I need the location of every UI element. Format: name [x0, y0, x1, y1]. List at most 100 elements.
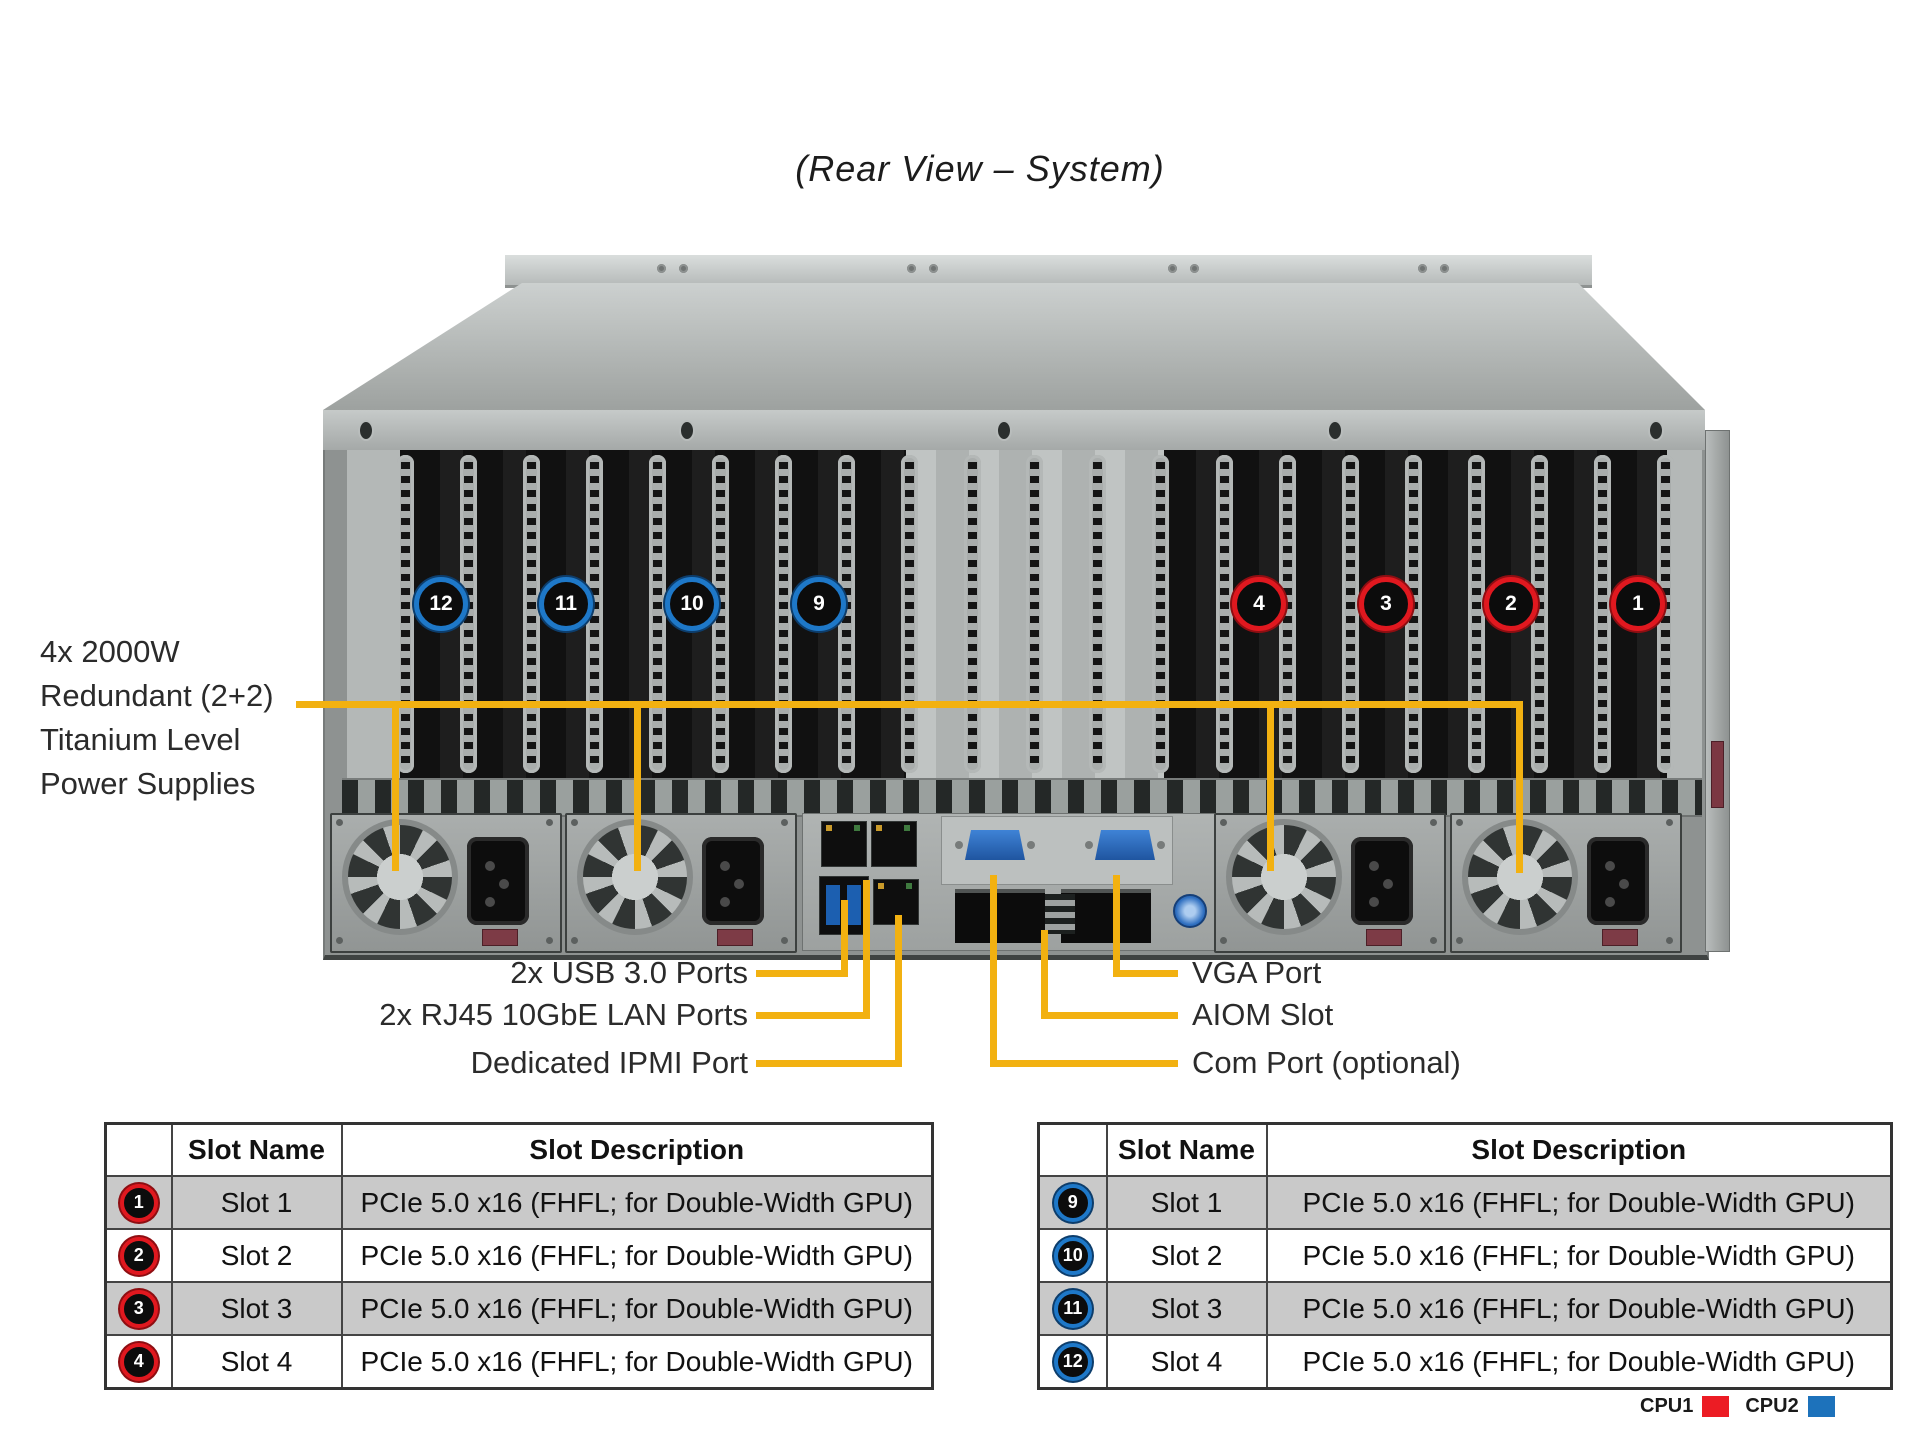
- slot-marker-2: 2: [1484, 577, 1538, 631]
- chassis-lid: [323, 283, 1705, 410]
- psu-label-line-2: Redundant (2+2): [40, 678, 274, 713]
- callout-line-psu-2: [634, 701, 641, 871]
- psu-screw-icon: [546, 819, 553, 826]
- flange-screw-icon: [1168, 264, 1177, 273]
- callout-line-vga-h: [1113, 970, 1178, 977]
- slot-number-badge: 4: [119, 1342, 158, 1381]
- psu-screw-icon: [1456, 937, 1463, 944]
- slot-bracket-rail: [1026, 455, 1043, 773]
- slot-marker-9: 9: [792, 577, 846, 631]
- psu-screw-icon: [1456, 819, 1463, 826]
- slot-name-cell: Slot 3: [1105, 1281, 1268, 1336]
- slot-number-badge: 12: [1053, 1342, 1092, 1381]
- lan-port-2-icon: [871, 821, 917, 867]
- slot-bracket-rail: [649, 455, 666, 773]
- slot-desc-cell: PCIe 5.0 x16 (FHFL; for Double-Width GPU…: [1265, 1334, 1893, 1390]
- legend-cpu2-label: CPU2: [1745, 1395, 1799, 1417]
- psu-screw-icon: [336, 819, 343, 826]
- io-panel: [802, 813, 1216, 951]
- callout-line-com-h: [990, 1060, 1178, 1067]
- label-vga-port: VGA Port: [1192, 955, 1322, 990]
- psu-label-line-1: 4x 2000W: [40, 634, 180, 669]
- slot-marker-4: 4: [1232, 577, 1286, 631]
- slot-desc-cell: PCIe 5.0 x16 (FHFL; for Double-Width GPU…: [340, 1228, 934, 1283]
- lip-screw-icon: [1650, 422, 1662, 439]
- cpu-legend: CPU1 CPU2: [1640, 1395, 1851, 1418]
- slot-number-badge: 11: [1053, 1289, 1092, 1328]
- psu-latch-icon: [482, 929, 518, 946]
- slot-bracket-rail: [1405, 455, 1422, 773]
- chassis-front-lip: [323, 410, 1705, 452]
- flange-screw-icon: [1190, 264, 1199, 273]
- psu-screw-icon: [1430, 819, 1437, 826]
- psu-screw-icon: [546, 937, 553, 944]
- callout-line-ipmi-h: [756, 1060, 902, 1067]
- psu-latch-icon: [1602, 929, 1638, 946]
- slot-bracket-rail: [1152, 455, 1169, 773]
- aiom-cage-2-icon: [1061, 889, 1151, 943]
- table-row: 10 Slot 2 PCIe 5.0 x16 (FHFL; for Double…: [1037, 1228, 1893, 1283]
- slot-name-cell: Slot 2: [170, 1228, 343, 1283]
- power-supply: [330, 813, 562, 953]
- slot-bracket-rail: [1089, 455, 1106, 773]
- slot-desc-cell: PCIe 5.0 x16 (FHFL; for Double-Width GPU…: [1265, 1228, 1893, 1283]
- slot-bracket-rail: [1594, 455, 1611, 773]
- slot-name-cell: Slot 1: [170, 1175, 343, 1230]
- table-row: 9 Slot 1 PCIe 5.0 x16 (FHFL; for Double-…: [1037, 1175, 1893, 1230]
- callout-line-com-v: [990, 875, 997, 1067]
- table-row: 12 Slot 4 PCIe 5.0 x16 (FHFL; for Double…: [1037, 1334, 1893, 1390]
- callout-line-aiom-h: [1041, 1012, 1178, 1019]
- slot-name-cell: Slot 4: [170, 1334, 343, 1390]
- lip-screw-icon: [998, 422, 1010, 439]
- flange-screw-icon: [1418, 264, 1427, 273]
- psu-label-line-3: Titanium Level: [40, 722, 241, 757]
- psu-label: 4x 2000W Redundant (2+2) Titanium Level …: [40, 630, 274, 806]
- slot-marker-10: 10: [665, 577, 719, 631]
- slot-bracket-rail: [1279, 455, 1296, 773]
- slot-bracket-rail: [1657, 455, 1674, 773]
- slot-bracket-rail: [460, 455, 477, 773]
- slot-bracket-rail: [901, 455, 918, 773]
- slot-bracket-rail: [1342, 455, 1359, 773]
- callout-line-psu-1: [392, 701, 399, 871]
- psu-latch-icon: [1366, 929, 1402, 946]
- psu-screw-icon: [1220, 937, 1227, 944]
- slot-bracket-rail: [523, 455, 540, 773]
- slot-marker-1: 1: [1611, 577, 1665, 631]
- legend-cpu1-label: CPU1: [1640, 1395, 1694, 1417]
- thumbscrew-icon: [1173, 894, 1207, 928]
- psu-fan-icon: [1226, 819, 1342, 935]
- psu-screw-icon: [1220, 819, 1227, 826]
- slot-bracket-rail: [1468, 455, 1485, 773]
- table-row: 4 Slot 4 PCIe 5.0 x16 (FHFL; for Double-…: [104, 1334, 934, 1390]
- slot-bracket-rail: [1531, 455, 1548, 773]
- slot-bracket-rail: [1216, 455, 1233, 773]
- psu-screw-icon: [1666, 937, 1673, 944]
- slot-marker-12: 12: [414, 577, 468, 631]
- slot-bracket-rail: [397, 455, 414, 773]
- psu-ac-inlet-icon: [1351, 837, 1413, 925]
- cpu2-color-swatch: [1807, 1396, 1835, 1417]
- label-usb-ports: 2x USB 3.0 Ports: [510, 955, 748, 990]
- aiom-vent-grid: [1045, 894, 1075, 934]
- table-row: 11 Slot 3 PCIe 5.0 x16 (FHFL; for Double…: [1037, 1281, 1893, 1336]
- slot-bracket-rail: [964, 455, 981, 773]
- power-supply: [1450, 813, 1682, 953]
- psu-screw-icon: [781, 819, 788, 826]
- power-supply: [1214, 813, 1446, 953]
- psu-io-row: [325, 813, 1707, 953]
- column-header-slot-description: Slot Description: [340, 1122, 934, 1177]
- cpu1-color-swatch: [1702, 1396, 1730, 1417]
- slot-number-badge: 9: [1053, 1183, 1092, 1222]
- blank-bracket-left: [347, 450, 400, 778]
- slot-desc-cell: PCIe 5.0 x16 (FHFL; for Double-Width GPU…: [340, 1281, 934, 1336]
- psu-screw-icon: [336, 937, 343, 944]
- lip-screw-icon: [681, 422, 693, 439]
- slot-desc-cell: PCIe 5.0 x16 (FHFL; for Double-Width GPU…: [1265, 1175, 1893, 1230]
- slot-name-cell: Slot 2: [1105, 1228, 1268, 1283]
- psu-screw-icon: [571, 937, 578, 944]
- page-title: (Rear View – System): [795, 148, 1165, 189]
- callout-line-lan-h: [756, 1012, 870, 1019]
- psu-screw-icon: [1666, 819, 1673, 826]
